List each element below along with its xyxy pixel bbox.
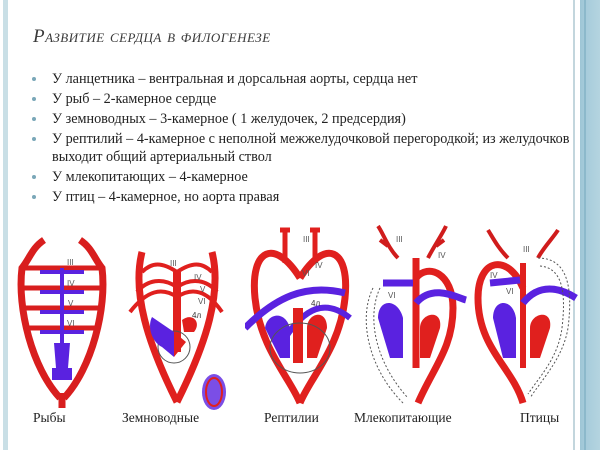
svg-text:V: V xyxy=(200,285,206,294)
svg-text:VI: VI xyxy=(198,297,206,306)
svg-text:VI: VI xyxy=(67,319,75,328)
bullet-item: У рептилий – 4-камерное с неполной межже… xyxy=(30,130,570,166)
bullet-dot-icon xyxy=(32,195,36,199)
svg-text:VI: VI xyxy=(302,269,310,278)
bullet-item: У земноводных – 3-камерное ( 1 желудочек… xyxy=(30,110,570,128)
bullet-dot-icon xyxy=(32,137,36,141)
svg-text:VI: VI xyxy=(506,287,514,296)
svg-text:4л: 4л xyxy=(192,311,201,320)
bullet-item: У млекопитающих – 4-камерное xyxy=(30,168,570,186)
svg-text:IV: IV xyxy=(490,271,498,280)
slide-title: Развитие сердца в филогенезе xyxy=(33,26,271,47)
bullet-dot-icon xyxy=(32,175,36,179)
svg-text:IV: IV xyxy=(438,251,446,260)
svg-text:4л: 4л xyxy=(311,299,320,308)
bullet-item: У птиц – 4-камерное, но аорта правая xyxy=(30,188,570,206)
mammal-heart-diagram: III IV VI xyxy=(365,224,468,405)
caption-fish: Рыбы xyxy=(33,410,66,425)
caption-mammals: Млекопитающие xyxy=(354,410,452,425)
svg-text:V: V xyxy=(68,299,74,308)
bird-heart-diagram: III IV VI xyxy=(474,228,578,405)
bullet-item: У ланцетника – вентральная и дорсальная … xyxy=(30,70,570,88)
svg-text:III: III xyxy=(303,235,310,244)
svg-text:IV: IV xyxy=(194,273,202,282)
svg-text:IV: IV xyxy=(67,279,75,288)
slide-frame-left xyxy=(3,0,8,450)
slide-frame-right-line xyxy=(573,0,575,450)
reptile-heart-diagram: III IV VI 4л xyxy=(245,227,352,405)
svg-text:III: III xyxy=(523,245,530,254)
svg-text:IV: IV xyxy=(315,261,323,270)
bullet-dot-icon xyxy=(32,77,36,81)
svg-text:III: III xyxy=(396,235,403,244)
amphibian-heart-diagram: III IV V VI 4л xyxy=(128,251,226,410)
svg-text:III: III xyxy=(170,259,177,268)
caption-amphibians: Земноводные xyxy=(122,410,200,425)
fish-heart-diagram: III IV V VI xyxy=(17,237,107,408)
caption-reptiles: Рептилии xyxy=(264,410,319,425)
caption-birds: Птицы xyxy=(520,410,560,425)
slide-frame-right-bar xyxy=(580,0,600,450)
bullet-dot-icon xyxy=(32,97,36,101)
svg-text:VI: VI xyxy=(388,291,396,300)
bullet-item: У рыб – 2-камерное сердце xyxy=(30,90,570,108)
svg-text:III: III xyxy=(67,258,74,267)
bullet-list: У ланцетника – вентральная и дорсальная … xyxy=(30,70,570,208)
bullet-dot-icon xyxy=(32,117,36,121)
